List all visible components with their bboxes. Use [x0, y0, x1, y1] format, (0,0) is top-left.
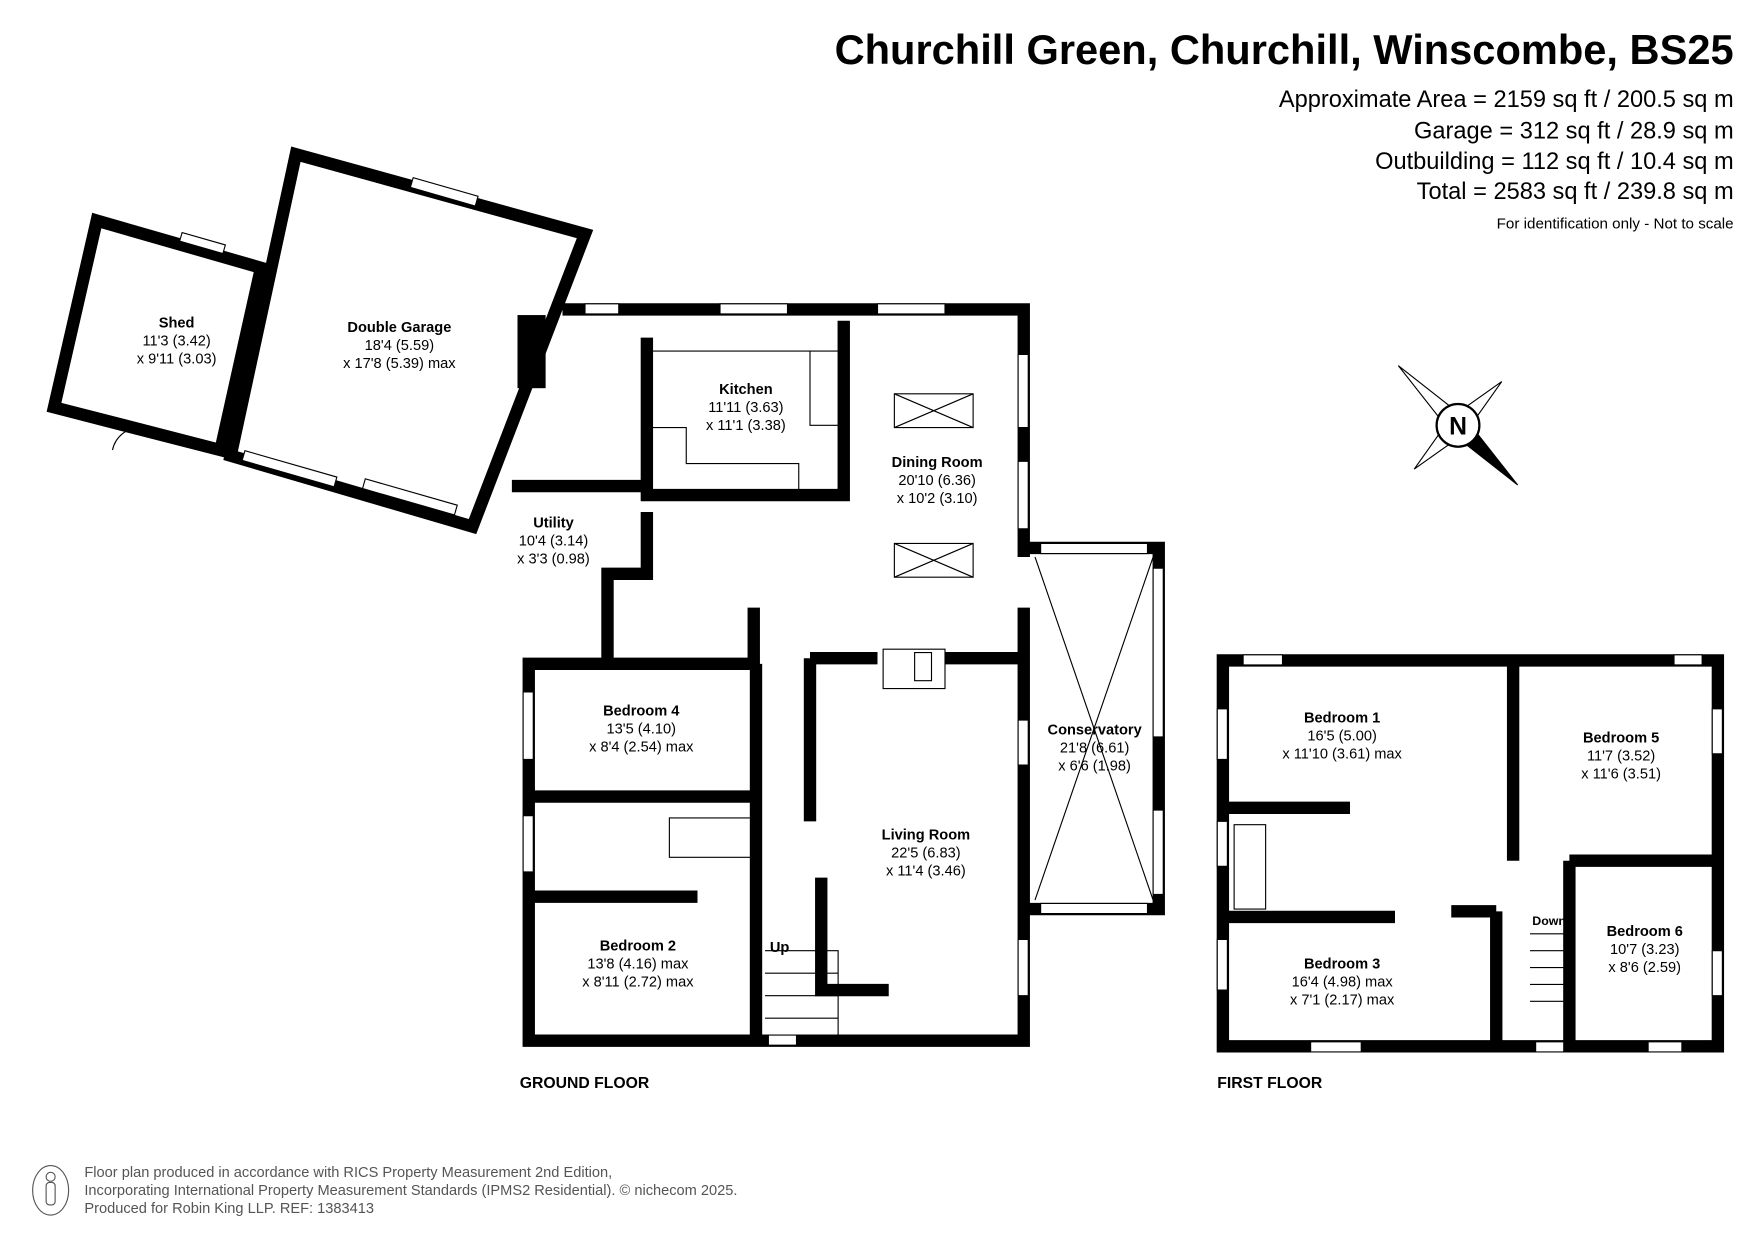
room-shed: Shed 11'3 (3.42) x 9'11 (3.03) — [137, 315, 217, 367]
area-garage: Garage = 312 sq ft / 28.9 sq m — [1414, 118, 1734, 144]
stairs-down-label: Down — [1532, 914, 1566, 928]
ground-floor-walls — [511, 303, 1030, 1047]
stairs-up-label: Up — [770, 940, 790, 956]
room-name: Bedroom 6 — [1607, 924, 1683, 940]
person-scale-icon — [32, 1165, 70, 1216]
room-dim: 10'7 (3.23) — [1610, 942, 1679, 958]
footer-line-1: Floor plan produced in accordance with R… — [84, 1165, 612, 1181]
room-dim: 18'4 (5.59) — [365, 338, 434, 354]
room-name: Bedroom 4 — [603, 704, 680, 720]
room-conservatory: Conservatory 21'8 (6.61) x 6'6 (1.98) — [1048, 723, 1143, 775]
area-approx: Approximate Area = 2159 sq ft / 200.5 sq… — [1279, 87, 1734, 113]
room-name: Bedroom 3 — [1304, 957, 1380, 973]
room-dim: x 11'1 (3.38) — [706, 418, 786, 434]
room-dim: 21'8 (6.61) — [1060, 741, 1129, 757]
room-name: Conservatory — [1048, 723, 1143, 739]
footer-line-2: Incorporating International Property Mea… — [84, 1183, 737, 1199]
room-name: Kitchen — [719, 382, 773, 398]
scale-note: For identification only - Not to scale — [1497, 215, 1734, 232]
room-dim: x 9'11 (3.03) — [137, 351, 217, 367]
room-dim: 10'4 (3.14) — [519, 534, 588, 550]
room-name: Shed — [159, 315, 195, 331]
ground-floor-label: GROUND FLOOR — [520, 1075, 650, 1092]
room-dim: 11'7 (3.52) — [1587, 749, 1655, 765]
room-utility: Utility 10'4 (3.14) x 3'3 (0.98) — [517, 516, 590, 568]
room-dim: x 6'6 (1.98) — [1058, 759, 1131, 775]
room-dim: x 8'6 (2.59) — [1608, 960, 1681, 976]
footer-line-3: Produced for Robin King LLP. REF: 138341… — [84, 1201, 374, 1217]
room-living-room: Living Room 22'5 (6.83) x 11'4 (3.46) — [882, 827, 970, 879]
area-total: Total = 2583 sq ft / 239.8 sq m — [1417, 179, 1734, 205]
room-bedroom-4: Bedroom 4 13'5 (4.10) x 8'4 (2.54) max — [589, 704, 694, 756]
room-name: Bedroom 5 — [1583, 731, 1659, 747]
room-dining-room: Dining Room 20'10 (6.36) x 10'2 (3.10) — [892, 455, 983, 507]
room-dim: x 7'1 (2.17) max — [1290, 993, 1395, 1009]
area-outbuilding: Outbuilding = 112 sq ft / 10.4 sq m — [1375, 149, 1734, 175]
compass-north-icon: N — [1397, 365, 1519, 486]
room-bedroom-1: Bedroom 1 16'5 (5.00) x 11'10 (3.61) max — [1282, 710, 1402, 762]
room-name: Dining Room — [892, 455, 983, 471]
garage-walls — [223, 146, 594, 535]
room-dim: 20'10 (6.36) — [898, 473, 976, 489]
first-floor-walls — [1216, 654, 1725, 1053]
room-dim: 13'5 (4.10) — [607, 722, 676, 738]
room-name: Utility — [533, 516, 574, 532]
room-name: Bedroom 2 — [600, 939, 676, 955]
shed-walls — [46, 212, 269, 458]
room-dim: 13'8 (4.16) max — [587, 957, 689, 973]
room-dim: x 3'3 (0.98) — [517, 552, 590, 568]
room-dim: x 11'6 (3.51) — [1581, 767, 1661, 783]
room-dim: 11'3 (3.42) — [142, 333, 210, 349]
room-dim: x 11'4 (3.46) — [886, 863, 966, 879]
compass-label: N — [1449, 413, 1467, 440]
room-bedroom-2: Bedroom 2 13'8 (4.16) max x 8'11 (2.72) … — [582, 939, 694, 991]
first-floor-label: FIRST FLOOR — [1217, 1075, 1323, 1092]
room-double-garage: Double Garage 18'4 (5.59) x 17'8 (5.39) … — [343, 320, 456, 372]
room-dim: x 11'10 (3.61) max — [1282, 746, 1402, 762]
room-bedroom-3: Bedroom 3 16'4 (4.98) max x 7'1 (2.17) m… — [1290, 957, 1395, 1009]
room-bedroom-6: Bedroom 6 10'7 (3.23) x 8'6 (2.59) — [1607, 924, 1683, 976]
room-dim: x 8'4 (2.54) max — [589, 740, 694, 756]
room-name: Living Room — [882, 827, 970, 843]
room-bedroom-5: Bedroom 5 11'7 (3.52) x 11'6 (3.51) — [1581, 731, 1661, 783]
room-dim: 11'11 (3.63) — [708, 400, 783, 416]
room-name: Double Garage — [347, 320, 451, 336]
room-kitchen: Kitchen 11'11 (3.63) x 11'1 (3.38) — [706, 382, 786, 434]
room-dim: 16'5 (5.00) — [1307, 728, 1376, 744]
room-dim: x 17'8 (5.39) max — [343, 356, 456, 372]
room-name: Bedroom 1 — [1304, 710, 1380, 726]
room-dim: 22'5 (6.83) — [891, 845, 960, 861]
room-dim: x 10'2 (3.10) — [897, 491, 978, 507]
conservatory-walls — [1023, 541, 1165, 916]
room-dim: x 8'11 (2.72) max — [582, 975, 694, 991]
property-title: Churchill Green, Churchill, Winscombe, B… — [835, 26, 1734, 73]
room-dim: 16'4 (4.98) max — [1292, 975, 1394, 991]
